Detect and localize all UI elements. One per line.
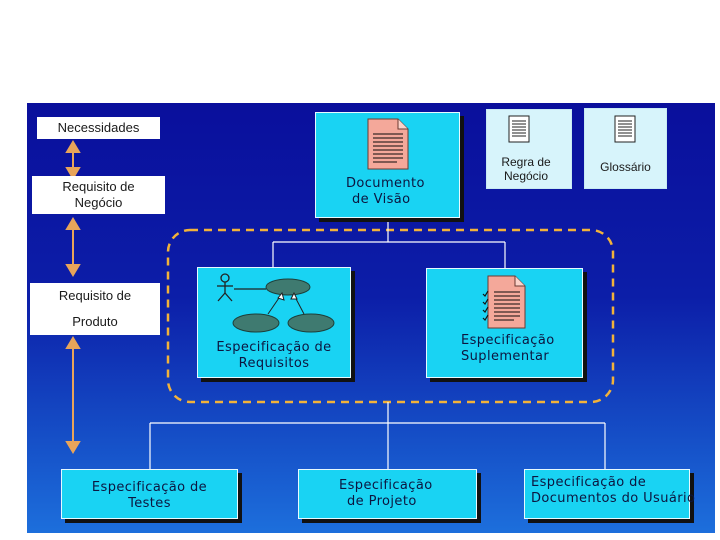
business-rule-line2: Negócio (503, 169, 549, 183)
supplementary-spec-line2: Suplementar (461, 349, 550, 365)
arrow-head-down (65, 167, 81, 180)
vision-document-line1: Documento (346, 176, 425, 191)
arrow-head-up (65, 140, 81, 153)
design-spec-box: Especificação de Projeto (298, 469, 477, 519)
glossary-card: Glossário (584, 108, 667, 189)
product-requirement-line1: Requisito de (58, 287, 132, 303)
vision-document-line2: de Visão (352, 192, 411, 208)
arrow-head-up (65, 336, 81, 349)
supplementary-spec-line1: Especificação (461, 333, 555, 348)
requirements-spec-box: Especificação de Requisitos (197, 267, 351, 378)
needs-label: Necessidades (37, 117, 160, 139)
document-icon (367, 118, 409, 170)
arrow-head-down (65, 264, 81, 277)
connector-tree-top (272, 218, 506, 268)
glossary-document-icon (614, 115, 636, 143)
business-requirement-label: Requisito de Negócio (32, 176, 165, 214)
dashed-group-outline (166, 228, 615, 404)
vision-document-box: Documento de Visão (315, 112, 460, 218)
design-spec-line2: de Projeto (347, 494, 417, 510)
business-rule-line1: Regra de (501, 155, 551, 169)
product-requirement-label: Requisito de Produto (30, 283, 160, 335)
glossary-text: Glossário (600, 160, 651, 174)
test-spec-line1: Especificação de (91, 480, 208, 495)
requirements-spec-line2: Requisitos (238, 356, 310, 372)
actor-icon (217, 273, 266, 302)
business-rule-card: Regra de Negócio (486, 109, 572, 189)
arrow-head-up (65, 217, 81, 230)
left-arrows (65, 140, 81, 454)
arrow-head-down (65, 441, 81, 454)
use-case-diagram-icon (217, 273, 335, 333)
requirements-spec-line1: Especificação de (216, 340, 332, 355)
product-requirement-line2: Produto (72, 314, 118, 329)
supplementary-spec-box: Especificação Suplementar (426, 268, 583, 378)
test-spec-line2: Testes (128, 496, 171, 512)
business-requirement-line2: Negócio (74, 195, 123, 210)
checklist-document-icon (482, 275, 526, 329)
user-docs-spec-line1: Especificação de (531, 475, 647, 490)
rules-document-icon (508, 115, 530, 143)
use-case-ellipses (232, 278, 335, 333)
test-spec-box: Especificação de Testes (61, 469, 238, 519)
design-spec-line1: Especificação (339, 478, 433, 493)
business-requirement-line1: Requisito de (62, 178, 135, 194)
user-docs-spec-box: Especificação de Documentos do Usuário (524, 469, 696, 519)
needs-text: Necessidades (57, 119, 140, 135)
user-docs-spec-line2: Documentos do Usuário (531, 491, 696, 507)
connector-tree-bottom (149, 402, 606, 469)
